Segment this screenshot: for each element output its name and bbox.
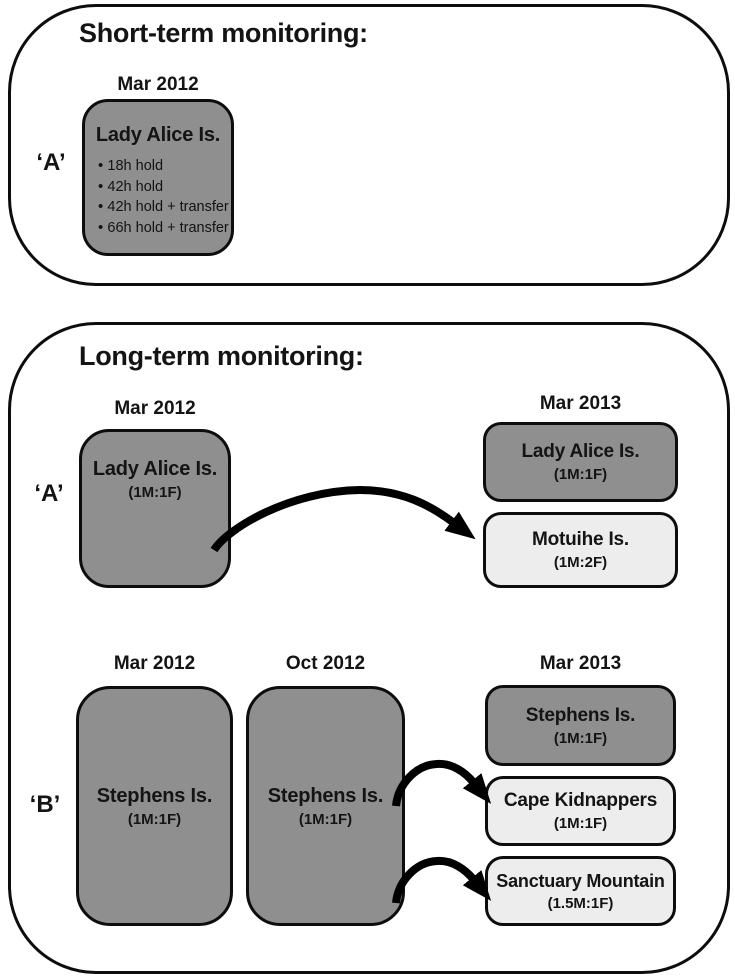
row-b-dest-box-cape-kidnappers: Cape Kidnappers (1M:1F) [485,776,676,846]
row-a-dest-box-lady-alice: Lady Alice Is. (1M:1F) [483,422,678,502]
box-title: Lady Alice Is. [521,441,640,462]
box-title: Sanctuary Mountain [496,870,665,891]
box-title: Stephens Is. [96,784,213,807]
row-a-column-header-mar2012: Mar 2012 [114,398,196,419]
long-term-panel: Long-term monitoring: Mar 2012 Mar 2013 … [8,322,730,974]
row-a-dest-box-motuihe: Motuihe Is. (1M:2F) [483,512,678,588]
treatment-item: 18h hold [98,156,231,177]
sex-ratio: (1.5M:1F) [547,894,614,912]
box-title: Cape Kidnappers [503,790,658,811]
sex-ratio: (1M:1F) [127,810,182,828]
sex-ratio: (1M:1F) [128,484,182,501]
box-title: Motuihe Is. [531,529,630,550]
box-title: Stephens Is. [525,704,636,726]
row-a-source-box-lady-alice: Lady Alice Is. (1M:1F) [79,429,231,588]
row-a-label: ‘A’ [34,480,64,507]
long-term-title: Long-term monitoring: [79,341,364,371]
short-term-column-header-mar2012: Mar 2012 [117,74,199,95]
row-b-dest-box-stephens: Stephens Is. (1M:1F) [485,685,676,766]
row-b-column-header-mar2012: Mar 2012 [113,653,196,674]
row-b-column-header-oct2012: Oct 2012 [285,653,366,674]
short-term-panel: Short-term monitoring: Mar 2012 ‘A’ Lady… [8,4,730,286]
short-term-lady-alice-box: Lady Alice Is. 18h hold 42h hold 42h hol… [82,99,234,256]
treatment-item: 42h hold + transfer [98,197,231,218]
treatment-list: 18h hold 42h hold 42h hold + transfer 66… [85,156,231,238]
sex-ratio: (1M:1F) [298,810,353,828]
row-b-dest-box-sanctuary-mountain: Sanctuary Mountain (1.5M:1F) [485,856,676,926]
short-term-row-label-a: ‘A’ [36,149,66,176]
sex-ratio: (1M:2F) [553,554,608,571]
row-b-label: ‘B’ [29,791,61,818]
treatment-item: 66h hold + transfer [98,218,231,239]
row-b-source-box-stephens-oct: Stephens Is. (1M:1F) [246,686,405,926]
row-b-source-box-stephens-mar: Stephens Is. (1M:1F) [76,686,233,926]
treatment-item: 42h hold [98,177,231,198]
row-b-column-header-mar2013: Mar 2013 [539,653,622,674]
short-term-title: Short-term monitoring: [79,18,368,48]
box-title: Lady Alice Is. [92,458,218,480]
box-title: Stephens Is. [267,784,384,807]
short-term-box-title: Lady Alice Is. [95,124,221,146]
row-a-column-header-mar2013: Mar 2013 [539,393,622,414]
sex-ratio: (1M:1F) [553,729,608,747]
sex-ratio: (1M:1F) [553,466,608,483]
sex-ratio: (1M:1F) [553,815,608,832]
